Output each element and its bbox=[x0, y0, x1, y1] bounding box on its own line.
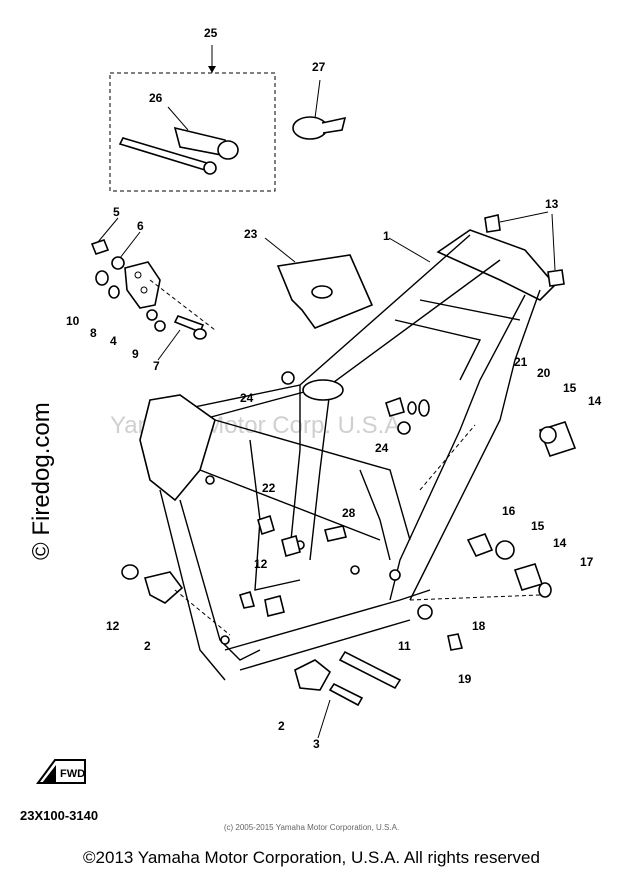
svg-text:1: 1 bbox=[383, 229, 390, 243]
fwd-arrow-icon: FWD bbox=[36, 759, 86, 784]
svg-text:2: 2 bbox=[144, 639, 151, 653]
copyright-small: (c) 2005-2015 Yamaha Motor Corporation, … bbox=[223, 823, 400, 832]
svg-text:3: 3 bbox=[313, 737, 320, 751]
callouts: 1 2 2 3 4 5 6 7 8 9 10 11 12 12 13 14 14… bbox=[66, 26, 602, 751]
clamp-part bbox=[292, 116, 328, 140]
svg-text:15: 15 bbox=[531, 519, 545, 533]
svg-text:24: 24 bbox=[375, 441, 389, 455]
svg-text:4: 4 bbox=[110, 334, 117, 348]
svg-text:12: 12 bbox=[254, 557, 268, 571]
svg-text:26: 26 bbox=[149, 91, 163, 105]
fwd-label: FWD bbox=[60, 768, 85, 780]
svg-text:23: 23 bbox=[244, 227, 258, 241]
svg-text:5: 5 bbox=[113, 205, 120, 219]
svg-text:24: 24 bbox=[240, 391, 254, 405]
svg-text:22: 22 bbox=[262, 481, 276, 495]
main-frame bbox=[139, 229, 557, 681]
tool-kit-box bbox=[109, 72, 276, 192]
svg-text:12: 12 bbox=[106, 619, 120, 633]
svg-text:6: 6 bbox=[137, 219, 144, 233]
svg-text:28: 28 bbox=[342, 506, 356, 520]
svg-text:8: 8 bbox=[90, 326, 97, 340]
svg-text:19: 19 bbox=[458, 672, 472, 686]
bracket-part bbox=[124, 261, 161, 309]
svg-text:14: 14 bbox=[588, 394, 602, 408]
svg-text:2: 2 bbox=[278, 719, 285, 733]
svg-text:10: 10 bbox=[66, 314, 80, 328]
svg-text:14: 14 bbox=[553, 536, 567, 550]
engine-bracket-left bbox=[143, 571, 184, 604]
svg-text:17: 17 bbox=[580, 555, 594, 569]
svg-text:15: 15 bbox=[563, 381, 577, 395]
svg-text:21: 21 bbox=[514, 355, 528, 369]
svg-text:9: 9 bbox=[132, 347, 139, 361]
svg-text:18: 18 bbox=[472, 619, 486, 633]
svg-text:13: 13 bbox=[545, 197, 559, 211]
svg-text:7: 7 bbox=[153, 359, 160, 373]
part-code: 23X100-3140 bbox=[20, 808, 99, 823]
svg-text:25: 25 bbox=[204, 26, 218, 40]
svg-text:11: 11 bbox=[398, 639, 411, 653]
side-watermark: © Firedog.com bbox=[28, 402, 55, 560]
engine-bracket-lower bbox=[294, 659, 332, 691]
copyright-main: ©2013 Yamaha Motor Corporation, U.S.A. A… bbox=[83, 848, 540, 867]
svg-text:27: 27 bbox=[312, 60, 326, 74]
svg-text:16: 16 bbox=[502, 504, 516, 518]
svg-text:20: 20 bbox=[537, 366, 551, 380]
